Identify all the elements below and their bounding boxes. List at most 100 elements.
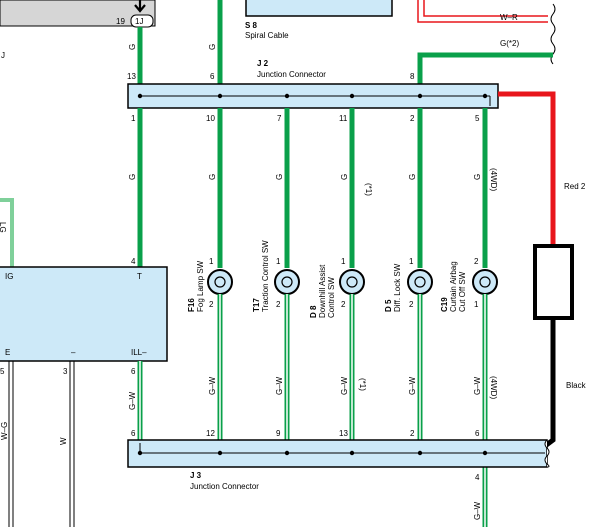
meter-terminal-dash: – — [71, 348, 76, 357]
wires-white — [8, 361, 75, 527]
wire-label-w: W — [59, 437, 68, 445]
j2-pin-1: 1 — [131, 114, 136, 123]
j2-pin-7: 7 — [277, 114, 282, 123]
wire-label-note1-upper: (*1) — [364, 183, 373, 196]
edge-label-lg: LG — [0, 222, 7, 233]
d8-name-2: Control SW — [327, 277, 336, 318]
wire-label-g-6: G — [473, 174, 482, 180]
d8-name-1: Downhill Assist — [318, 264, 327, 318]
spiral-cable-name: Spiral Cable — [245, 31, 289, 40]
meter-terminal-e: E — [5, 348, 10, 357]
wire-label-g-1: G — [128, 174, 137, 180]
meter-terminal-t: T — [137, 272, 142, 281]
wire-label-gw-7: G–W — [473, 501, 482, 520]
wire-lg-left — [0, 198, 14, 268]
switch-d8 — [339, 269, 365, 295]
t17-pin-bottom: 2 — [276, 300, 281, 309]
j3-pin-2: 2 — [410, 429, 415, 438]
wire-label-g-4: G — [340, 174, 349, 180]
meter-pin-5: 5 — [0, 367, 5, 376]
wire-red-2 — [498, 91, 556, 246]
wire-label-wr: W–R — [500, 13, 518, 22]
combination-meter-box — [0, 266, 168, 362]
j2-pin-6: 6 — [210, 72, 215, 81]
spiral-cable-code: S 8 — [245, 21, 258, 30]
switch-f16 — [207, 269, 233, 295]
meter-pin-3: 3 — [63, 367, 68, 376]
j3-name: Junction Connector — [190, 482, 259, 491]
connector-arrow-icon — [134, 0, 146, 13]
f16-pin-top: 1 — [209, 257, 214, 266]
j2-pin-8: 8 — [410, 72, 415, 81]
f16-pin-bottom: 2 — [209, 300, 214, 309]
switch-labels: F16 Fog Lamp SW T17 Traction Control SW … — [187, 240, 467, 318]
j3-pin-12: 12 — [206, 429, 215, 438]
connector-1j-pin: 19 — [116, 17, 125, 26]
wire-label-g-note: G(*2) — [500, 39, 519, 48]
switch-t17 — [274, 269, 300, 295]
edge-label-wg: W–G — [0, 422, 9, 440]
wire-label-g-3: G — [275, 174, 284, 180]
j2-pin-13: 13 — [127, 72, 136, 81]
j2-pin-5: 5 — [475, 114, 480, 123]
j3-bus-dots — [137, 450, 488, 456]
annotation-black: Black — [566, 381, 587, 390]
switch-d5 — [407, 269, 433, 295]
wire-label-gw-1: G–W — [128, 391, 137, 410]
j2-pin-11: 11 — [339, 114, 348, 123]
c19-name-1: Curtain Airbag — [449, 261, 458, 312]
meter-terminal-ig: IG — [5, 272, 13, 281]
j3-pin-9: 9 — [276, 429, 281, 438]
wire-label-gw-3: G–W — [275, 376, 284, 395]
d5-code: D 5 — [384, 299, 393, 312]
wires-middle — [137, 108, 488, 268]
d8-code: D 8 — [309, 305, 318, 318]
f16-name: Fog Lamp SW — [196, 260, 205, 312]
j2-pin-2: 2 — [410, 114, 415, 123]
d8-pin-top: 1 — [341, 257, 346, 266]
meter-terminal-ill: ILL– — [131, 348, 147, 357]
wire-label-g-5: G — [408, 174, 417, 180]
wire-black — [543, 318, 556, 448]
wires-lower — [137, 294, 488, 527]
wire-label-gw-5: G–W — [408, 376, 417, 395]
connector-1j-label: 1J — [135, 17, 143, 26]
wire-red-pair-top — [417, 0, 548, 23]
d5-pin-top: 1 — [409, 257, 414, 266]
d5-name: Diff. Lock SW — [393, 263, 402, 312]
d5-pin-bottom: 2 — [409, 300, 414, 309]
t17-pin-top: 1 — [276, 257, 281, 266]
edge-label-j: J — [1, 51, 5, 60]
j2-code: J 2 — [257, 59, 269, 68]
d8-pin-bottom: 2 — [341, 300, 346, 309]
wire-label-gw-6: G–W — [473, 376, 482, 395]
t17-code: T17 — [252, 298, 261, 312]
c19-code: C19 — [440, 297, 449, 312]
annotation-red-2: Red 2 — [564, 182, 586, 191]
connector-1j-box — [0, 0, 156, 27]
wire-label-note1-lower: (*1) — [358, 378, 367, 391]
j2-pin-10: 10 — [206, 114, 215, 123]
j2-name: Junction Connector — [257, 70, 326, 79]
wire-label-4wd-upper: (4WD) — [489, 168, 498, 191]
j3-pin-6b: 6 — [475, 429, 480, 438]
c19-name-2: Cut Off SW — [458, 271, 467, 312]
wire-label-g-top-2: G — [208, 44, 217, 50]
j3-pin-6a: 6 — [131, 429, 136, 438]
t17-name: Traction Control SW — [261, 240, 270, 312]
wire-label-g-top-1: G — [128, 44, 137, 50]
c19-pin-top: 2 — [474, 257, 479, 266]
switch-c19 — [472, 269, 498, 295]
meter-pin-6: 6 — [131, 367, 136, 376]
j3-code: J 3 — [190, 471, 202, 480]
j3-break-mark — [544, 439, 550, 468]
meter-pin-4: 4 — [131, 257, 136, 266]
spiral-cable-box — [245, 0, 393, 17]
wire-label-4wd-lower: (4WD) — [489, 376, 498, 399]
j2-bus-dots — [137, 93, 488, 99]
j3-pin-4: 4 — [475, 473, 480, 482]
wire-label-gw-2: G–W — [208, 376, 217, 395]
c19-pin-bottom: 1 — [474, 300, 479, 309]
j3-pin-13: 13 — [339, 429, 348, 438]
